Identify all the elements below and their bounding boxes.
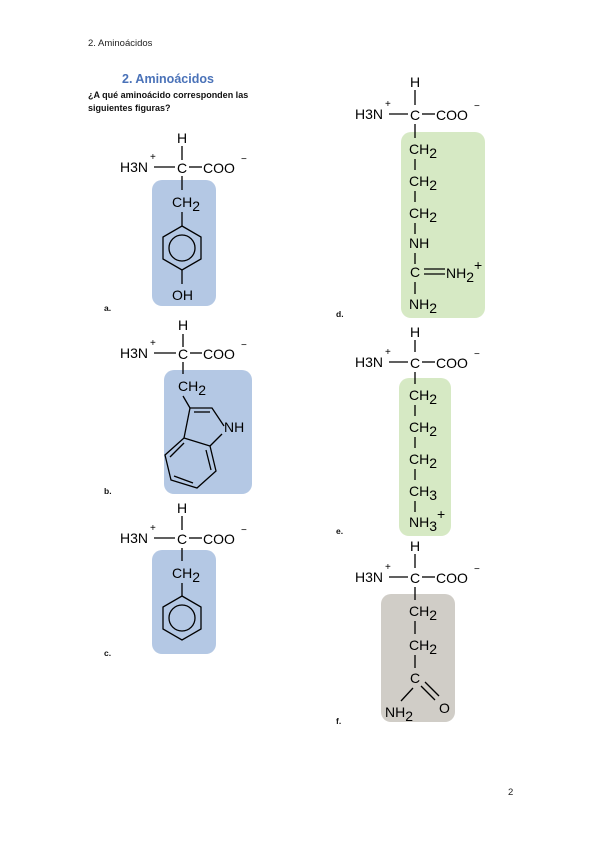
minus-sign: − [474, 101, 480, 112]
figure-c-structure: H H3N + C COO − CH2 [120, 500, 247, 654]
carboxyl-label: COO [203, 531, 235, 547]
alpha-carbon-label: C [410, 570, 420, 586]
ch2-label: CH2 [409, 205, 437, 225]
minus-sign: − [241, 525, 247, 536]
section-title: 2. Aminoácidos [122, 72, 214, 86]
carboxyl-label: COO [436, 355, 468, 371]
figure-a-structure: H H3N + C COO − CH2 OH [120, 130, 247, 306]
alpha-carbon-label: C [178, 346, 188, 362]
plus-sign: + [385, 347, 391, 358]
alpha-carbon-label: C [410, 107, 420, 123]
figure-b-structure: H H3N + C COO − CH2 NH [120, 317, 252, 494]
side-chain-highlight [152, 550, 216, 654]
plus-sign: + [385, 562, 391, 573]
amine-label: H3N [120, 345, 148, 361]
plus-sign: + [385, 99, 391, 110]
benzene-ring [162, 595, 202, 641]
side-chain-highlight [399, 378, 451, 536]
double-bond [205, 449, 212, 471]
bond [209, 433, 223, 447]
aromatic-circle [168, 604, 196, 632]
ch2-label: CH2 [409, 419, 437, 439]
figure-e-caption: e. [336, 526, 344, 536]
plus-sign: + [150, 338, 156, 349]
figure-f-structure: H H3N + C COO − CH2 CH2 C O NH2 [355, 538, 480, 724]
figure-e-structure: H H3N + C COO − CH2 CH2 CH2 CH3 NH3+ [355, 324, 480, 536]
figure-c-caption: c. [104, 648, 112, 658]
h-label: H [177, 130, 187, 146]
c-label: C [410, 264, 420, 280]
ch3-label: CH3 [409, 483, 437, 503]
alpha-carbon-label: C [177, 531, 187, 547]
amine-label: H3N [120, 159, 148, 175]
plus-sign: + [150, 523, 156, 534]
side-chain-highlight [381, 594, 455, 722]
carboxyl-label: COO [203, 160, 235, 176]
ch2-label: CH2 [409, 451, 437, 471]
ch2-label: CH2 [409, 637, 437, 657]
ch2-label: CH2 [172, 194, 200, 214]
ch2-label: CH2 [409, 173, 437, 193]
h-label: H [410, 324, 420, 340]
ch2-label: CH2 [409, 387, 437, 407]
alpha-carbon-label: C [177, 160, 187, 176]
bond [183, 407, 191, 439]
bond [400, 687, 414, 702]
nh2-label: NH2 [409, 296, 437, 316]
h-label: H [410, 74, 420, 90]
figure-d-structure: H H3N + C COO − CH2 CH2 CH2 NH C NH2+ NH… [355, 74, 485, 318]
minus-sign: − [474, 349, 480, 360]
side-chain-highlight [401, 132, 485, 318]
nh3-plus-label: NH3+ [409, 506, 445, 534]
ch2-label: CH2 [409, 603, 437, 623]
oh-label: OH [172, 287, 193, 303]
pyrrole-bond [190, 407, 225, 427]
h-label: H [178, 317, 188, 333]
page-header: 2. Aminoácidos [88, 38, 153, 49]
ch2-label: CH2 [409, 141, 437, 161]
double-bond [173, 475, 194, 484]
nh2-plus-label: NH2+ [446, 257, 482, 285]
carboxyl-label: COO [203, 346, 235, 362]
figure-f-caption: f. [336, 716, 342, 726]
side-chain-highlight [152, 180, 216, 306]
amine-label: H3N [120, 530, 148, 546]
amine-label: H3N [355, 106, 383, 122]
figure-b-caption: b. [104, 486, 112, 496]
benzene-ring [164, 437, 217, 489]
carboxyl-label: COO [436, 107, 468, 123]
nh-label: NH [409, 235, 429, 251]
double-bond [424, 681, 440, 697]
nh2-label: NH2 [385, 704, 413, 724]
figure-d-caption: d. [336, 309, 344, 319]
plus-sign: + [150, 152, 156, 163]
question-text: ¿A qué aminoácido corresponden las sigui… [88, 90, 249, 113]
minus-sign: − [241, 154, 247, 165]
carboxyl-label: COO [436, 570, 468, 586]
amine-label: H3N [355, 569, 383, 585]
nh-label: NH [224, 419, 244, 435]
ch2-label: CH2 [172, 565, 200, 585]
alpha-carbon-label: C [410, 355, 420, 371]
h-label: H [177, 500, 187, 516]
ch2-label: CH2 [178, 378, 206, 398]
h-label: H [410, 538, 420, 554]
page-number: 2 [508, 787, 514, 798]
double-bond [420, 685, 436, 701]
figure-a-caption: a. [104, 303, 112, 313]
aromatic-circle [168, 234, 196, 262]
minus-sign: − [474, 564, 480, 575]
bond [182, 395, 191, 409]
double-bond [169, 442, 185, 458]
minus-sign: − [241, 340, 247, 351]
o-label: O [439, 700, 450, 716]
c-label: C [410, 670, 420, 686]
amine-label: H3N [355, 354, 383, 370]
